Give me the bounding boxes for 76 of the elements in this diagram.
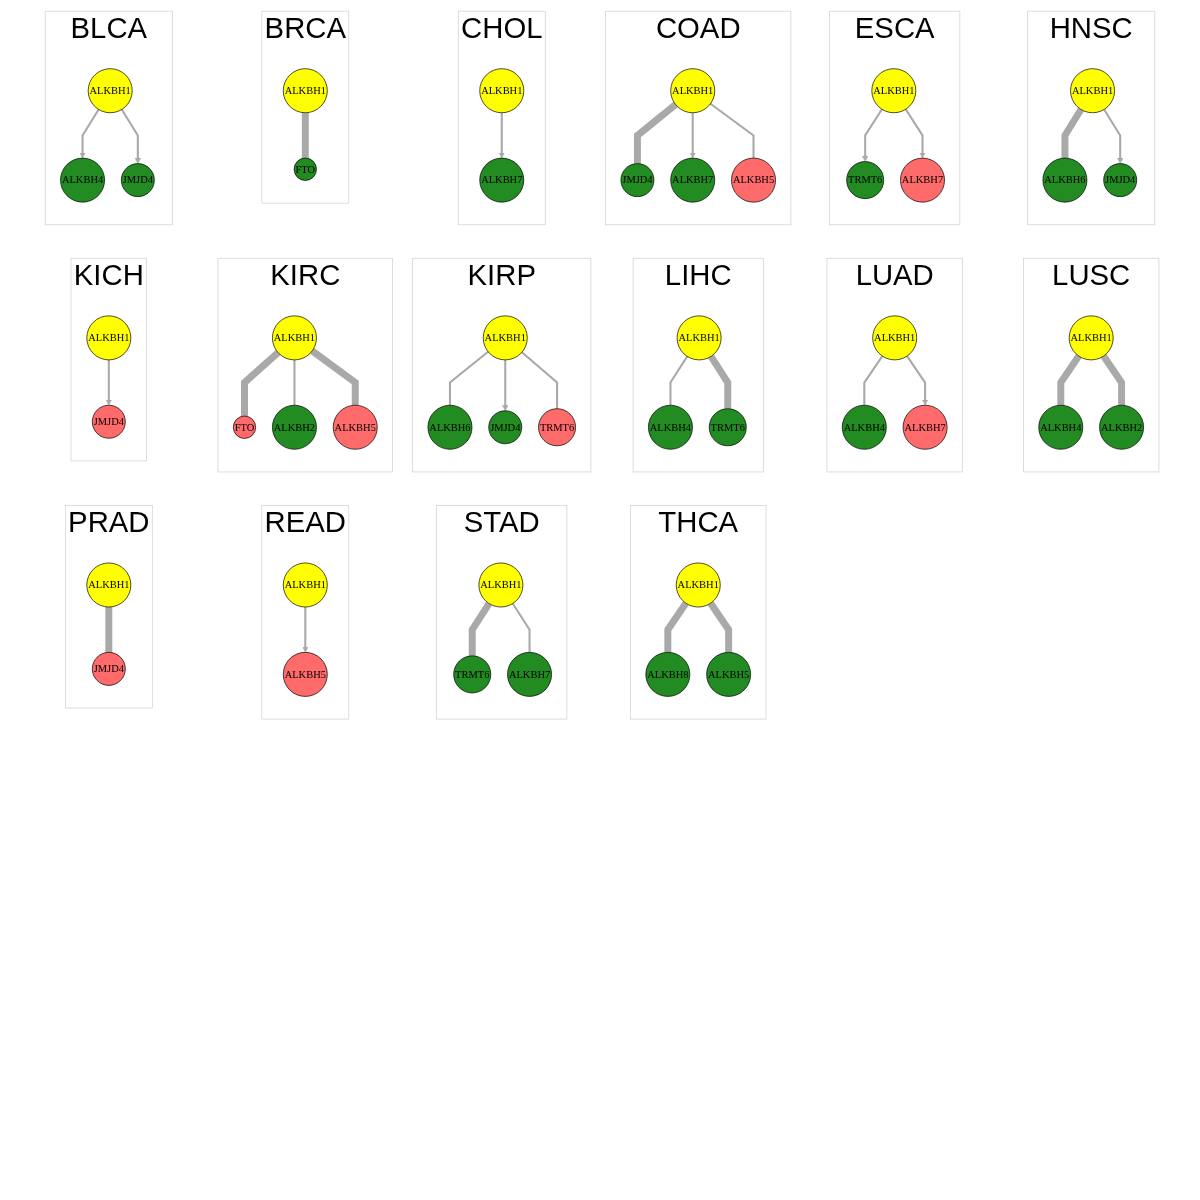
node-circle: ALKBH2 — [1099, 404, 1144, 450]
node-circle: ALKBH1 — [675, 562, 721, 608]
arrow — [498, 112, 505, 159]
arrow — [105, 359, 112, 406]
connector — [1057, 354, 1082, 406]
connector — [448, 350, 489, 406]
node-circle: ALKBH1 — [871, 68, 917, 114]
node-circle: ALKBH7 — [670, 157, 716, 203]
arrow — [689, 112, 696, 159]
node-circle: ALKBH6 — [427, 404, 473, 450]
node-circle: ALKBH4 — [648, 404, 693, 450]
node-circle: ALKBH8 — [645, 652, 691, 697]
node-circle: ALKBH1 — [676, 315, 722, 361]
node-circle: TRMT6 — [846, 161, 885, 199]
node-circle: ALKBH1 — [272, 315, 317, 361]
connector — [633, 101, 678, 164]
connector — [709, 102, 755, 159]
connector — [1100, 354, 1126, 406]
node-circle: ALKBH7 — [479, 157, 525, 203]
connector — [521, 351, 559, 409]
node-circle: ALKBH5 — [332, 404, 378, 450]
node-circle: ALKBH1 — [872, 315, 918, 361]
node-circle: ALKBH7 — [902, 404, 948, 450]
node-circle: ALKBH1 — [282, 562, 328, 608]
node-circle: ALKBH6 — [1042, 157, 1088, 203]
connector — [511, 602, 531, 653]
node-circle: ALKBH2 — [272, 404, 317, 450]
arrow — [502, 359, 509, 411]
node-circle: ALKBH5 — [706, 652, 751, 697]
node-circle: FTO — [232, 415, 257, 439]
connector — [664, 601, 689, 653]
node-circle: ALKBH4 — [60, 157, 105, 203]
connector — [669, 355, 689, 406]
node-circle: ALKBH1 — [1070, 68, 1115, 114]
node-circle: FTO — [293, 157, 317, 181]
node-circle: ALKBH1 — [670, 68, 716, 114]
node-circle: JMJD4 — [488, 410, 523, 445]
arrow — [302, 607, 309, 653]
node-circle: ALKBH5 — [282, 652, 328, 697]
connector — [707, 601, 733, 653]
node-circle: ALKBH7 — [900, 157, 945, 203]
node-circle: JMJD4 — [1103, 163, 1138, 197]
arrow — [120, 108, 141, 164]
connector — [863, 355, 884, 406]
node-circle: JMJD4 — [121, 163, 155, 197]
arrow — [1103, 108, 1124, 164]
node-circle: ALKBH5 — [731, 157, 776, 203]
node-circle: ALKBH1 — [479, 68, 525, 114]
node-circle: JMJD4 — [91, 404, 126, 439]
node-circle: ALKBH1 — [87, 68, 133, 114]
node-circle: ALKBH4 — [1038, 404, 1084, 450]
node-circle: JMJD4 — [91, 652, 126, 686]
arrow — [79, 108, 100, 159]
arrow — [862, 108, 883, 162]
node-circle: ALKBH7 — [507, 652, 552, 697]
node-circle: ALKBH1 — [86, 315, 132, 361]
connector — [301, 112, 309, 159]
node-circle: ALKBH1 — [478, 562, 524, 608]
connector — [1061, 107, 1084, 159]
node-circle: TRMT6 — [538, 408, 576, 447]
connector — [293, 359, 296, 406]
node-circle: ALKBH4 — [841, 404, 887, 450]
arrow — [906, 355, 929, 406]
node-circle: ALKBH1 — [482, 315, 528, 361]
connector — [105, 607, 113, 653]
node-circle: ALKBH1 — [1068, 315, 1114, 361]
node-circle: ALKBH1 — [282, 68, 328, 114]
connector — [708, 354, 732, 409]
connector — [468, 601, 492, 656]
node-circle: ALKBH1 — [86, 562, 132, 608]
node-circle: JMJD4 — [620, 163, 655, 197]
node-circle: TRMT6 — [708, 408, 747, 447]
node-circle: TRMT6 — [453, 655, 492, 694]
arrow — [904, 108, 926, 159]
connector — [241, 349, 281, 417]
connector — [310, 348, 359, 406]
